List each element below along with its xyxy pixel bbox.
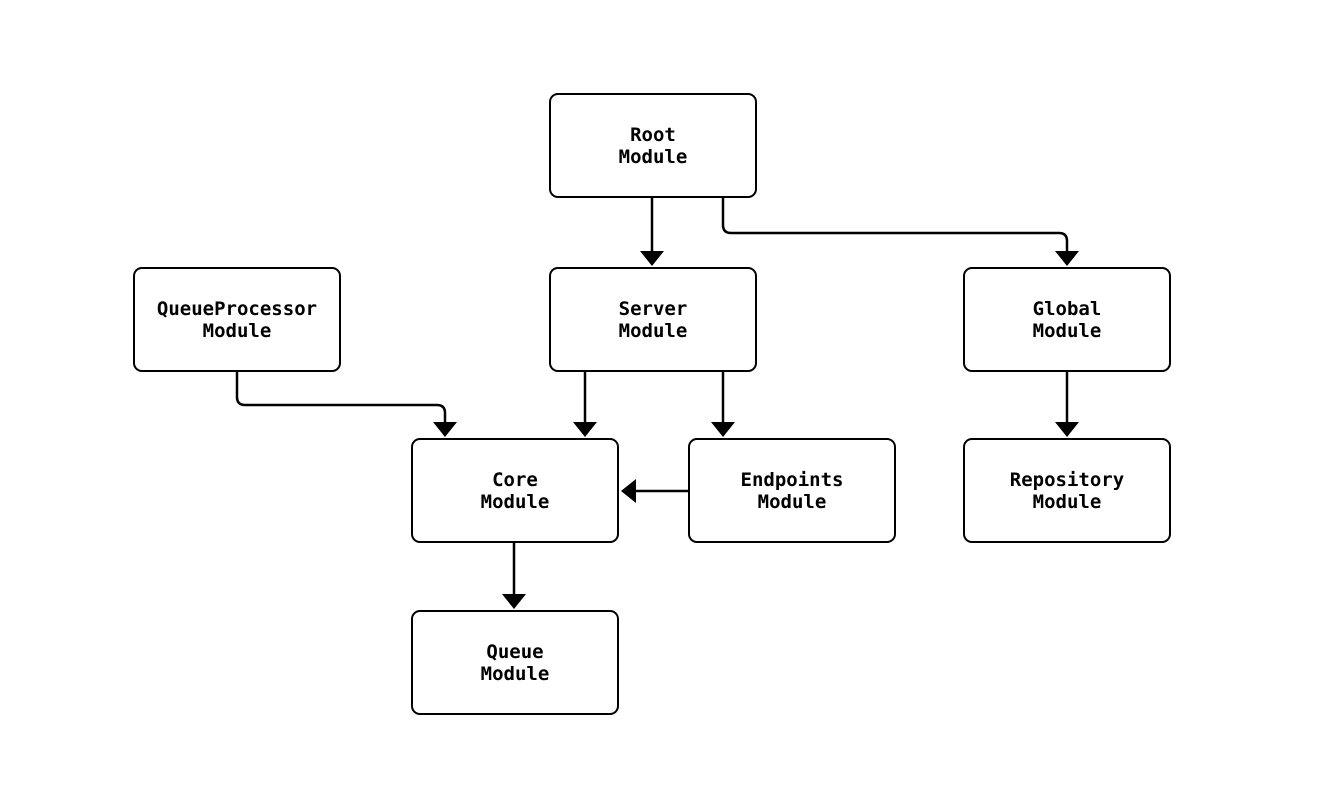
node-label-line2: Module xyxy=(757,490,827,513)
node-label-line2: Module xyxy=(480,490,550,513)
edge-root-to-global xyxy=(721,198,1079,266)
node-label-line1: Endpoints xyxy=(740,468,844,491)
node-label-line2: Module xyxy=(202,319,272,342)
node-global-module: Global Module xyxy=(963,267,1171,372)
node-core-module: Core Module xyxy=(411,438,619,543)
node-root-module: Root Module xyxy=(549,93,757,198)
node-label-line1: Server xyxy=(618,297,688,320)
node-label-line1: Root xyxy=(630,123,676,146)
node-queue-module: Queue Module xyxy=(411,610,619,715)
node-label-line1: QueueProcessor xyxy=(156,297,318,320)
node-label-line2: Module xyxy=(1032,490,1102,513)
node-endpoints-module: Endpoints Module xyxy=(688,438,896,543)
node-label-line1: Global xyxy=(1032,297,1102,320)
node-label-line1: Queue xyxy=(486,640,544,663)
node-label-line2: Module xyxy=(480,662,550,685)
node-queueprocessor-module: QueueProcessor Module xyxy=(133,267,341,372)
node-label-line1: Core xyxy=(492,468,538,491)
edge-queueprocessor-to-core xyxy=(235,372,457,437)
node-label-line2: Module xyxy=(618,145,688,168)
node-label-line1: Repository xyxy=(1009,468,1125,491)
node-label-line2: Module xyxy=(618,319,688,342)
node-server-module: Server Module xyxy=(549,267,757,372)
node-label-line2: Module xyxy=(1032,319,1102,342)
node-repository-module: Repository Module xyxy=(963,438,1171,543)
